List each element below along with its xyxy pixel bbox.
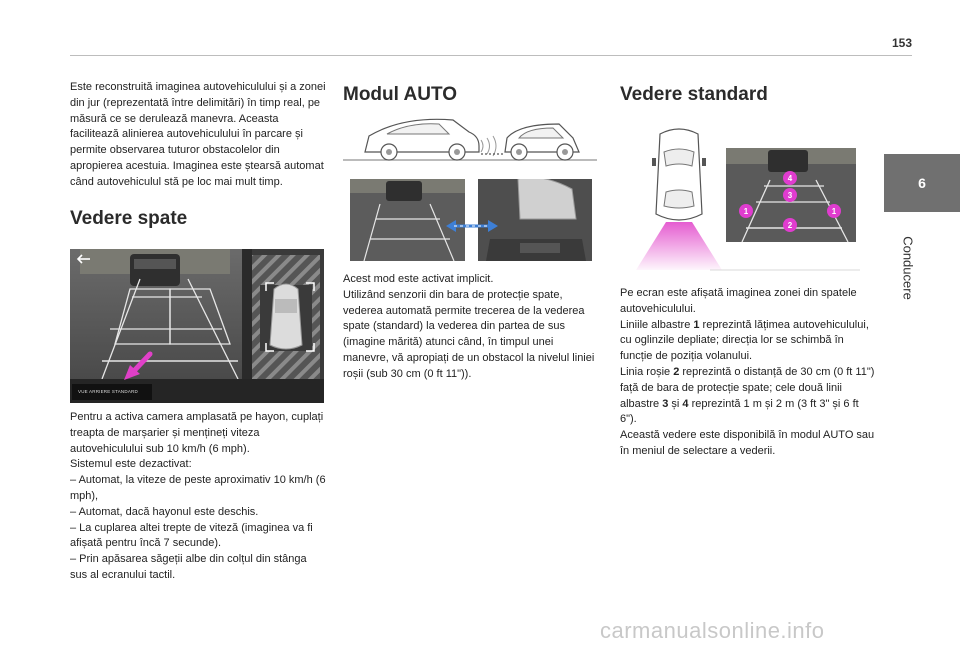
page-number: 153: [891, 36, 912, 50]
chapter-number: 6: [918, 175, 926, 191]
ref-number: 2: [673, 365, 680, 378]
chapter-tab[interactable]: 6: [884, 154, 960, 212]
text-span: reprezintă 1 m și 2 m (3 ft 3" și 6 ft 6…: [620, 397, 859, 426]
car-obstacle-icon: [504, 123, 580, 161]
heading-rear-view: Vedere spate: [70, 207, 188, 229]
back-arrow-icon[interactable]: [76, 254, 90, 264]
marker-4: 4: [783, 171, 797, 185]
text-span: reprezintă o distanță de 30 cm (0 ft 11"…: [620, 365, 875, 410]
column-middle: Modul AUTO: [343, 84, 599, 106]
marker-1-left: 1: [739, 204, 753, 218]
header-divider: [70, 55, 912, 56]
intro-paragraph: Este reconstruită imaginea autovehiculul…: [70, 81, 326, 188]
body-line: – Automat, dacă hayonul este deschis.: [70, 505, 259, 518]
marker-3: 3: [783, 188, 797, 202]
ref-number: 1: [693, 318, 700, 331]
sensor-waves-icon: [480, 135, 503, 157]
body-line: Liniile albastre 1 reprezintă lățimea au…: [620, 318, 876, 365]
rear-view-body: Pentru a activa camera amplasată pe hayo…: [70, 410, 326, 584]
marker-2: 2: [783, 218, 797, 232]
screen-label: VUE ARRIERE STANDARD: [78, 389, 138, 394]
standard-view-body: Pe ecran este afișată imaginea zonei din…: [620, 286, 876, 460]
pointer-arrow-icon: [124, 351, 153, 380]
ref-number: 3: [662, 397, 669, 410]
text-span: și: [668, 397, 683, 410]
body-line: Acest mod este activat implicit.: [343, 273, 494, 285]
standard-view-illustration: 4 3 1 1 2: [620, 122, 860, 274]
body-line: – Automat, la viteze de peste aproximati…: [70, 474, 326, 502]
body-line: Linia roșie 2 reprezintă o distanță de 3…: [620, 365, 876, 428]
body-line: Utilizând senzorii din bara de protecție…: [343, 288, 595, 380]
auto-mode-body: Acest mod este activat implicit. Utilizâ…: [343, 272, 599, 383]
auto-mode-screens: [350, 176, 592, 262]
text-span: Liniile albastre: [620, 318, 694, 331]
column-left: Este reconstruită imaginea autovehiculul…: [70, 80, 326, 230]
heading-auto-mode: Modul AUTO: [343, 84, 457, 105]
rear-camera-illustration: [70, 249, 324, 403]
marker-1-right: 1: [827, 204, 841, 218]
body-line: – Prin apăsarea săgeții albe din colțul …: [70, 553, 307, 581]
ref-number: 4: [682, 397, 689, 410]
text-span: reprezintă lățimea autovehiculului, cu o…: [620, 318, 869, 363]
body-line: Pe ecran este afișată imaginea zonei din…: [620, 287, 857, 315]
car-top-view-icon: [652, 128, 706, 221]
text-span: Linia roșie: [620, 365, 674, 378]
heading-standard-view: Vedere standard: [620, 84, 768, 105]
watermark: carmanualsonline.info: [600, 618, 825, 643]
chapter-title-text: Conducere: [900, 236, 916, 300]
car-side-icon: [364, 118, 480, 161]
body-line: Pentru a activa camera amplasată pe hayo…: [70, 411, 324, 455]
column-right: Vedere standard: [620, 84, 876, 106]
rear-camera-screen: VUE ARRIERE STANDARD: [70, 249, 324, 403]
switch-arrow-icon: [446, 220, 498, 232]
body-line: – La cuplarea altei trepte de viteză (im…: [70, 521, 313, 550]
chapter-title: Conducere: [868, 218, 948, 318]
auto-mode-cars-illustration: [343, 110, 597, 165]
body-line: Sistemul este dezactivat:: [70, 458, 192, 471]
body-line: Această vedere este disponibilă în modul…: [620, 429, 875, 457]
